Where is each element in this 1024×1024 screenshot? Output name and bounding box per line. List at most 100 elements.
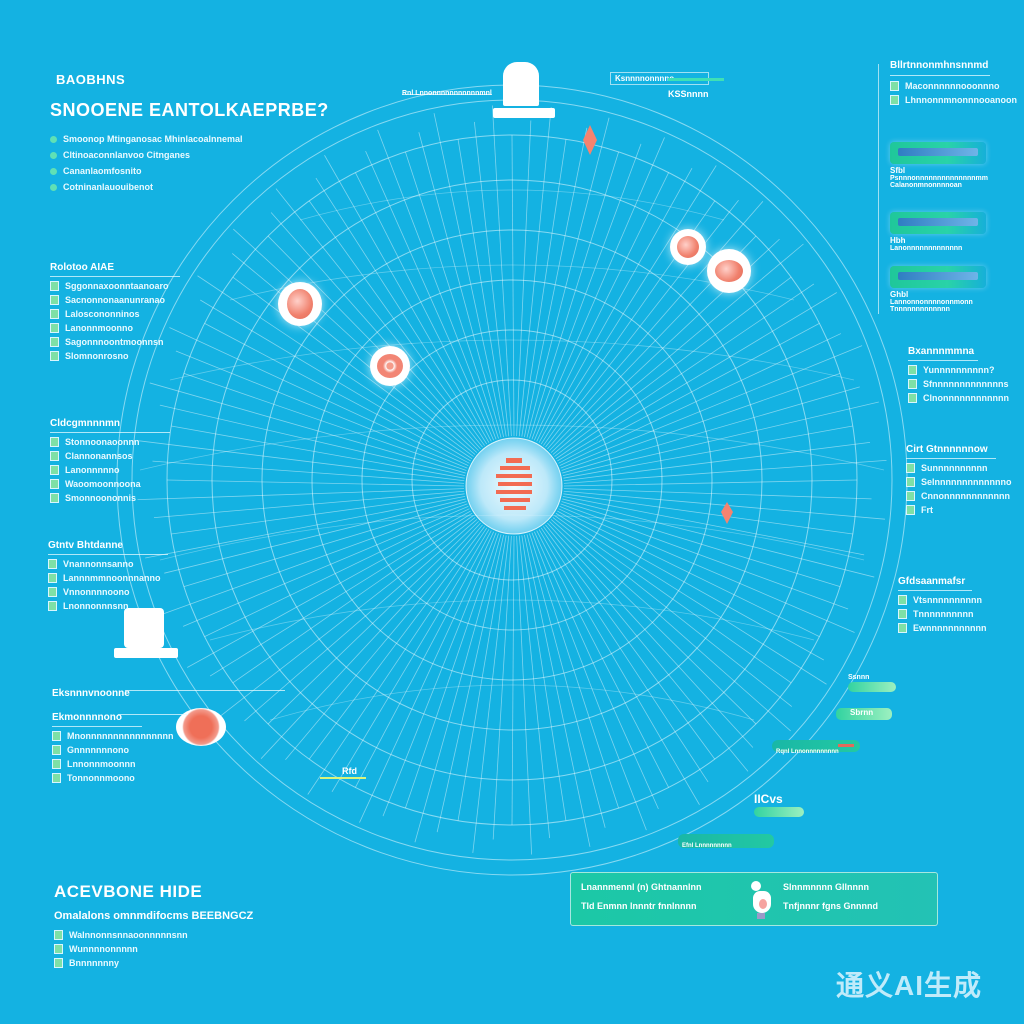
list-item[interactable]: Bnnnnnnny (54, 956, 188, 970)
list-item[interactable]: Lnonnonnnsnn (48, 599, 178, 613)
callout-bottom-right-3[interactable]: Rqnl Lnnonnnnnnnnn (772, 740, 860, 755)
list-item[interactable]: Sunnnnnnnnnn (906, 461, 1006, 475)
list-item[interactable]: Wunnnnonnnnn (54, 942, 188, 956)
item-icon (890, 95, 899, 105)
item-icon (898, 595, 907, 605)
right-bar-3[interactable]: Ghbl Lannonnonnnnonnmonn Tnnnnnnnnnnnnn (890, 266, 986, 313)
library-icon (114, 604, 178, 660)
divider (906, 458, 996, 459)
connector-line (125, 690, 285, 691)
list-item[interactable]: Lanonnmoonno (50, 321, 190, 335)
callout-inside-globe[interactable]: Rfd (320, 766, 366, 779)
list-item[interactable]: Gnnnnnnnono (52, 743, 182, 757)
item-icon (52, 759, 61, 769)
left-panel-1: Rolotoo AIAE Sggonnaxoonntaanoaro Sacnon… (50, 262, 190, 363)
list-item[interactable]: Tnnnnnnnnnn (898, 607, 998, 621)
list-item[interactable]: Mnonnnnnnnnnnnnnnnn (52, 729, 182, 743)
list-item[interactable]: Maconnnnnnooonnno (880, 79, 1010, 93)
left-panel-3: Gtntv Bhtdanne Vnannonnsanno Lannnmmnoon… (48, 540, 178, 613)
callout-bottom-right-5[interactable]: Efnl Lnnnnnnnnn (678, 834, 774, 849)
right-bracket-line (878, 64, 879, 314)
footer-subtitle: Omalalons omnmdifocms BEEBNGCZ (54, 910, 254, 922)
institution-icon (493, 62, 555, 120)
header-bullet-list: Smoonop Mtinganosac Mhinlacoalnnemal Clt… (50, 132, 243, 194)
tissue-node-icon[interactable] (278, 282, 322, 326)
callout-bottom-right-2[interactable]: Sbrnn (836, 708, 892, 720)
left-panel-4: Eksnnnvnoonne (52, 688, 130, 699)
list-item[interactable]: Sfnnnnnnnnnnnnns (908, 377, 1008, 391)
footer-list: Walnnonnsnnaoonnnnnsnn Wunnnnonnnnn Bnnn… (54, 928, 188, 970)
item-icon (906, 477, 915, 487)
item-icon (48, 559, 57, 569)
header-bullet: Cltinoaconnlanvoo Citnganes (50, 148, 243, 162)
list-item[interactable]: Tonnonnmoono (52, 771, 182, 785)
item-icon (906, 463, 915, 473)
list-item[interactable]: Walnnonnsnnaoonnnnnsnn (54, 928, 188, 942)
list-item[interactable]: Cnnonnnnnnnnnnnn (906, 489, 1010, 503)
list-item[interactable]: Waoomoonnoona (50, 477, 180, 491)
list-item[interactable]: Clnonnnnnnnnnnnn (908, 391, 1009, 405)
callout-pill (836, 708, 892, 720)
bullet-dot-icon (50, 167, 57, 175)
list-item[interactable]: Laloscononninos (50, 307, 190, 321)
list-item[interactable]: Lnnonnmoonnn (52, 757, 182, 771)
callout-bottom-right-4[interactable]: IICvs (754, 792, 804, 817)
divider (908, 360, 978, 361)
list-item[interactable]: Vtsnnnnnnnnnn (898, 593, 998, 607)
right-bar-2[interactable]: Hbh Lanonnnnnnnnnnnnn (890, 212, 986, 252)
cell-cluster-node-icon[interactable] (370, 346, 410, 386)
connector-line (118, 714, 188, 715)
callout-pill (848, 682, 896, 692)
item-icon (890, 81, 899, 91)
list-item[interactable]: Sacnonnonaanunranao (50, 293, 190, 307)
item-icon (54, 930, 63, 940)
item-icon (50, 337, 59, 347)
item-icon (52, 731, 61, 741)
item-icon (48, 587, 57, 597)
organ-node-icon[interactable] (670, 229, 706, 265)
status-marker (838, 744, 854, 747)
list-item[interactable]: Vnannonnsanno (48, 557, 178, 571)
footer-title: ACEVBONE HIDE (54, 882, 203, 901)
list-item[interactable]: Frt (906, 503, 1006, 517)
item-icon (50, 479, 59, 489)
item-icon (50, 451, 59, 461)
divider (48, 554, 168, 555)
bullet-dot-icon (50, 135, 57, 143)
callout-bottom-right-1[interactable]: Ssnnn (848, 674, 896, 692)
list-item[interactable]: Vnnonnnnoono (48, 585, 178, 599)
list-item[interactable]: Sggonnaxoonntaanoaro (50, 279, 190, 293)
callout-underline (320, 777, 366, 779)
list-item[interactable]: Stonnoonaoonnn (50, 435, 180, 449)
list-item[interactable]: Clannonannsos (50, 449, 180, 463)
callout-top-right[interactable]: Ksnnnnonnnno KSSnnnn (610, 72, 709, 99)
list-item[interactable]: Smonnoononnis (50, 491, 180, 505)
header-kicker: BAOBHNS (56, 72, 126, 87)
list-item[interactable]: Lannnmmnoonnnanno (48, 571, 178, 585)
heart-node-icon[interactable] (707, 249, 751, 293)
list-item[interactable]: Slomnonrosno (50, 349, 190, 363)
list-item[interactable]: Yunnnnnnnnnn? (908, 363, 1008, 377)
legend-box: Lnannmennl (n) Ghtnannlnn Tld Enmnn lnnn… (570, 872, 938, 926)
watermark: 通义AI生成 (836, 970, 983, 1001)
item-icon (50, 323, 59, 333)
list-item[interactable]: Sagonnnoontmoonnsn (50, 335, 190, 349)
page-title: SNOOENE EANTOLKAEPRBE? (50, 100, 329, 120)
item-icon (54, 958, 63, 968)
item-icon (50, 295, 59, 305)
divider (50, 432, 170, 433)
list-item[interactable]: Lhnnonnmnonnnooanoon (880, 93, 1017, 107)
right-panel-mid-2: Cirt Gtnnnnnnow Sunnnnnnnnnn Selnnnnnnnn… (906, 444, 1012, 517)
right-panel-top: Bllrtnnonmhnsnnmd Maconnnnnnooonnno Lhnn… (880, 60, 1017, 107)
progress-bar (890, 266, 986, 288)
item-icon (908, 379, 917, 389)
list-item[interactable]: Lanonnnnno (50, 463, 180, 477)
right-bar-1[interactable]: Sfbl Psnnnonnnnnnnnnnnnnnmm Calanonmnonn… (890, 142, 988, 189)
callout-top-left[interactable]: Rnl Lnnonnnnnnnnnnnmnl (402, 82, 492, 97)
item-icon (50, 493, 59, 503)
list-item[interactable]: Selnnnnnnnnnnnnno (906, 475, 1011, 489)
item-icon (54, 944, 63, 954)
item-icon (50, 465, 59, 475)
list-item[interactable]: Ewnnnnnnnnnnn (898, 621, 998, 635)
